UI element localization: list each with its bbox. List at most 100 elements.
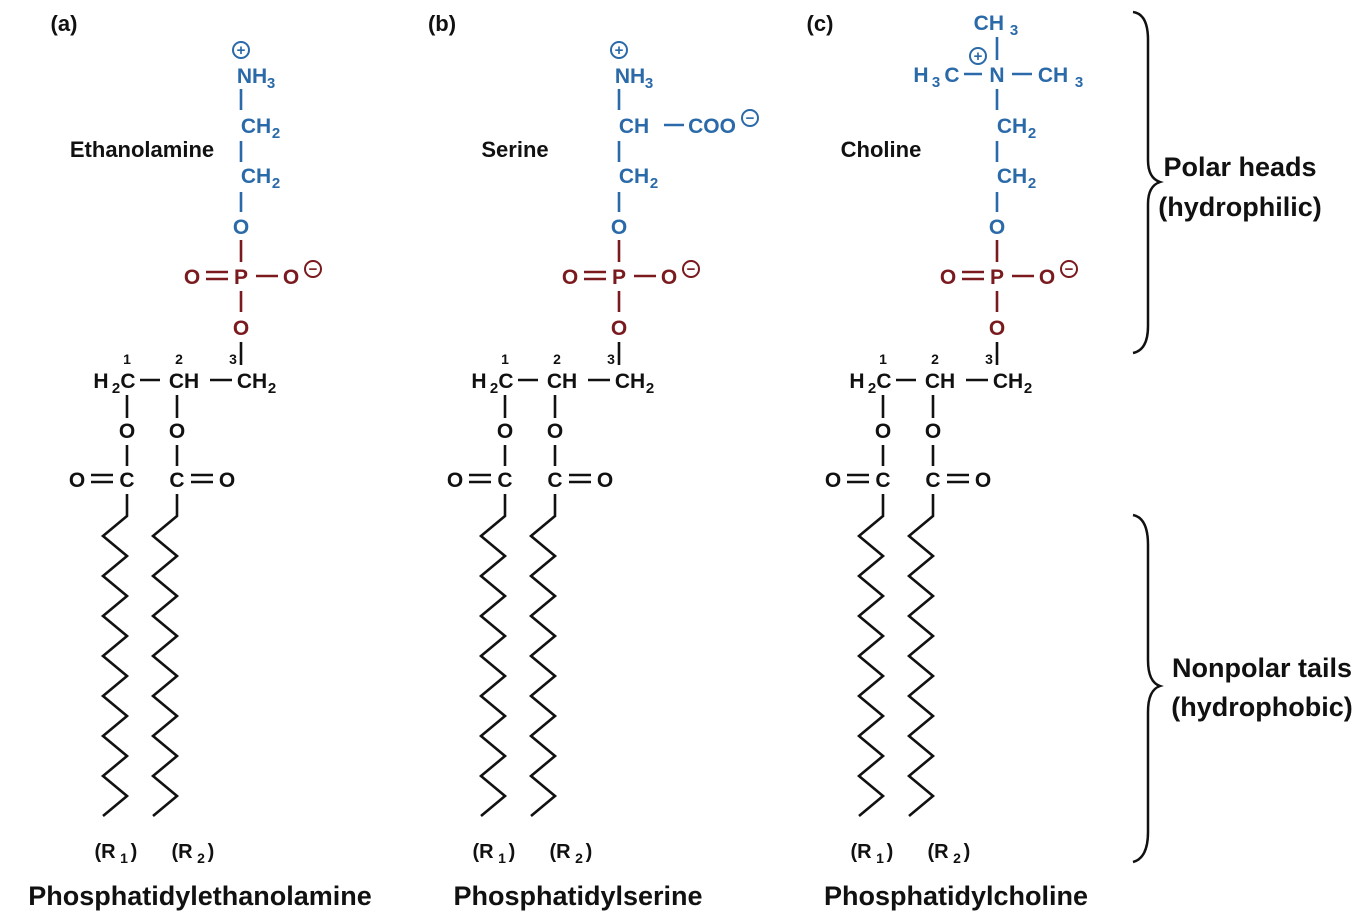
carbon-number-3: 3 (229, 351, 237, 367)
phosphate-o-right: O (1039, 266, 1055, 289)
carbonyl-carbon-2: C (925, 469, 940, 492)
panel-a: (a)PhosphatidylethanolamineEthanolamine+… (28, 11, 372, 911)
amine-sub: 3 (645, 75, 653, 92)
c3: CH (237, 370, 267, 393)
r2-label: (R (927, 841, 949, 863)
carbon-number-3: 3 (985, 351, 993, 367)
head-oxygen: O (611, 216, 627, 239)
nonpolar-tails-bracket (1132, 513, 1164, 864)
carbon-number-2: 2 (175, 351, 183, 367)
r1-label: (R (472, 841, 494, 863)
c1-h: H (471, 370, 486, 393)
ester-oxygen-2: O (547, 420, 563, 443)
ch-lower-sub: 2 (272, 175, 280, 192)
fatty-acid-tail-1 (100, 494, 130, 817)
methyl-left-h: H (913, 64, 928, 87)
carbon-number-1: 1 (123, 351, 131, 367)
c1-c: C (120, 370, 135, 393)
r1-close: ) (131, 841, 138, 863)
head-group-name: Serine (481, 137, 548, 162)
methyl-left-sub: 3 (932, 74, 940, 91)
carbonyl-oxygen-1: O (447, 469, 463, 492)
carboxylate-charge: − (741, 109, 759, 127)
amine: NH (615, 65, 645, 88)
c3: CH (615, 370, 645, 393)
carbonyl-oxygen-2: O (597, 469, 613, 492)
ch-lower: CH (241, 165, 271, 188)
carbonyl-oxygen-1: O (825, 469, 841, 492)
methyl-top-sub: 3 (1010, 22, 1018, 39)
head-group-name: Choline (841, 137, 922, 162)
fatty-acid-tail-2 (528, 494, 558, 817)
phosphate-o-bottom: O (611, 317, 627, 340)
c3-sub: 2 (1024, 380, 1032, 397)
nitrogen: N (989, 64, 1004, 87)
phosphorus: P (612, 266, 626, 289)
ch-lower: CH (997, 165, 1027, 188)
carbon-number-2: 2 (931, 351, 939, 367)
carbonyl-oxygen-1: O (69, 469, 85, 492)
polar-heads-sublabel: (hydrophilic) (1158, 192, 1322, 222)
fatty-acid-tail-1 (856, 494, 886, 817)
carbonyl-carbon-2: C (169, 469, 184, 492)
c1-c: C (498, 370, 513, 393)
fatty-acid-tail-2 (150, 494, 180, 817)
carbon-number-1: 1 (501, 351, 509, 367)
r1-sub: 1 (120, 850, 128, 866)
r2-close: ) (964, 841, 971, 863)
carbonyl-oxygen-2: O (975, 469, 991, 492)
amine-sub: 3 (267, 75, 275, 92)
r1-close: ) (509, 841, 516, 863)
panel-letter: (a) (51, 11, 78, 36)
fatty-acid-tail-2 (906, 494, 936, 817)
phosphate-charge: − (682, 260, 700, 278)
r2-sub: 2 (575, 850, 583, 866)
positive-charge: + (610, 41, 628, 59)
panel-letter: (c) (807, 11, 834, 36)
phosphate-o-right: O (661, 266, 677, 289)
carbonyl-carbon-1: C (119, 469, 134, 492)
c2: CH (925, 370, 955, 393)
ester-oxygen-1: O (119, 420, 135, 443)
nonpolar-tails-label: Nonpolar tails (1172, 653, 1352, 683)
phosphate-charge-symbol: − (687, 261, 696, 278)
carbon-number-3: 3 (607, 351, 615, 367)
r1-close: ) (887, 841, 894, 863)
panel-letter: (b) (428, 11, 456, 36)
compound-name: Phosphatidylethanolamine (28, 881, 372, 911)
phosphate-charge: − (304, 260, 322, 278)
c2: CH (169, 370, 199, 393)
ch-upper-sub: 2 (272, 125, 280, 142)
methyl-right: CH (1038, 64, 1068, 87)
phosphate-o-left: O (184, 266, 200, 289)
phosphate-charge: − (1060, 260, 1078, 278)
phosphorus: P (990, 266, 1004, 289)
methyl-left-c: C (944, 64, 959, 87)
carbonyl-oxygen-2: O (219, 469, 235, 492)
polar-heads-label: Polar heads (1163, 152, 1316, 182)
c1-h: H (93, 370, 108, 393)
head-oxygen: O (233, 216, 249, 239)
ch-lower-sub: 2 (1028, 175, 1036, 192)
positive-charge: + (232, 41, 250, 59)
positive-charge-symbol: + (237, 42, 246, 59)
ester-oxygen-1: O (875, 420, 891, 443)
r2-close: ) (586, 841, 593, 863)
r2-sub: 2 (197, 850, 205, 866)
c3-sub: 2 (646, 380, 654, 397)
phosphorus: P (234, 266, 248, 289)
carbon-number-2: 2 (553, 351, 561, 367)
ch-lower: CH (619, 165, 649, 188)
ch-upper: CH (997, 115, 1027, 138)
nonpolar-tails-sublabel: (hydrophobic) (1171, 692, 1352, 722)
phosphate-o-left: O (562, 266, 578, 289)
head-oxygen: O (989, 216, 1005, 239)
c1-c: C (876, 370, 891, 393)
c1-sub: 2 (868, 380, 876, 397)
c1-sub: 2 (112, 380, 120, 397)
r1-label: (R (94, 841, 116, 863)
amine: NH (237, 65, 267, 88)
ester-oxygen-2: O (169, 420, 185, 443)
